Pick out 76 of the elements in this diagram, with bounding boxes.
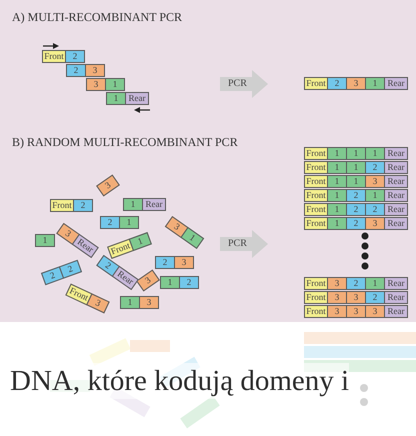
fragment-segment: 1 [327,217,347,230]
fragment-segment: Rear [142,198,166,211]
fragment-segment: 2 [73,199,93,212]
fragment-segment: 1 [35,234,55,247]
fragment-segment: 1 [346,147,366,160]
fragment-segment: 1 [365,77,385,90]
fragment-segment: 2 [365,203,385,216]
fragment-segment: 3 [327,305,347,318]
process-label: PCR [228,77,247,91]
fragment-segment: 1 [327,161,347,174]
fragment-segment: Rear [384,203,408,216]
fragment-segment: Front [304,291,328,304]
fragment-segment: Front [304,305,328,318]
fragment-segment: 3 [365,305,385,318]
fragment-segment: Rear [384,161,408,174]
fragment-segment: Front [304,77,328,90]
fragment-segment: Front [304,203,328,216]
fragment-segment: 1 [120,296,140,309]
fragment-segment: Rear [125,92,149,105]
fragment-segment: 1 [327,203,347,216]
fragment-segment: Front [304,161,328,174]
fragment-segment: Front [304,217,328,230]
fragment-segment: 1 [365,277,385,290]
fragment-segment: Rear [384,305,408,318]
section-heading: B) RANDOM MULTI-RECOMBINANT PCR [12,134,238,151]
fragment-segment: 1 [365,189,385,202]
fragment-segment: 2 [346,189,366,202]
section-heading: A) MULTI-RECOMBINANT PCR [12,9,182,26]
fragment-segment: Rear [384,217,408,230]
fragment-segment: Rear [384,147,408,160]
fragment-segment: 3 [365,175,385,188]
fragment-segment: 3 [327,277,347,290]
fragment-segment: 2 [100,216,120,229]
fragment-segment: 2 [365,161,385,174]
fragment-segment: Rear [384,189,408,202]
fragment-segment: 1 [346,175,366,188]
fragment-segment: 3 [139,296,159,309]
fragment-segment: 1 [327,189,347,202]
fragment-segment: 2 [346,203,366,216]
fragment-segment: 3 [346,291,366,304]
fragment-segment: Rear [384,291,408,304]
fragment-segment: 3 [346,305,366,318]
fragment-segment: 2 [327,77,347,90]
fragment-segment: Rear [384,77,408,90]
fragment-segment: 2 [155,256,175,269]
fragment-segment: 2 [65,50,85,63]
fragment-segment: 3 [174,256,194,269]
fragment-segment: Rear [384,277,408,290]
fragment-segment: 1 [106,92,126,105]
fragment-segment: Front [304,189,328,202]
fragment-segment: 2 [179,276,199,289]
fragment-segment: 1 [160,276,180,289]
fragment-segment: 2 [346,277,366,290]
fragment-segment: Front [304,175,328,188]
fragment-segment: Front [50,199,74,212]
fragment-segment: 3 [327,291,347,304]
fragment-segment: 1 [123,198,143,211]
fragment-segment: 3 [86,78,106,91]
fragment-segment: 1 [327,175,347,188]
fragment-segment: Front [304,147,328,160]
fragment-segment: 1 [346,161,366,174]
fragment-segment: 1 [327,147,347,160]
fragment-segment: Rear [384,175,408,188]
fragment-segment: 3 [365,217,385,230]
fragment-segment: 1 [119,216,139,229]
process-label: PCR [228,237,247,251]
fragment-segment: 1 [105,78,125,91]
fragment-segment: Front [42,50,66,63]
fragment-segment: 2 [346,217,366,230]
fragment-segment: 2 [66,64,86,77]
fragment-segment: 3 [346,77,366,90]
fragment-segment: Front [304,277,328,290]
caption-text: DNA, które kodują domeny i [10,363,350,399]
fragment-segment: 3 [85,64,105,77]
fragment-segment: 1 [365,147,385,160]
fragment-segment: 2 [365,291,385,304]
